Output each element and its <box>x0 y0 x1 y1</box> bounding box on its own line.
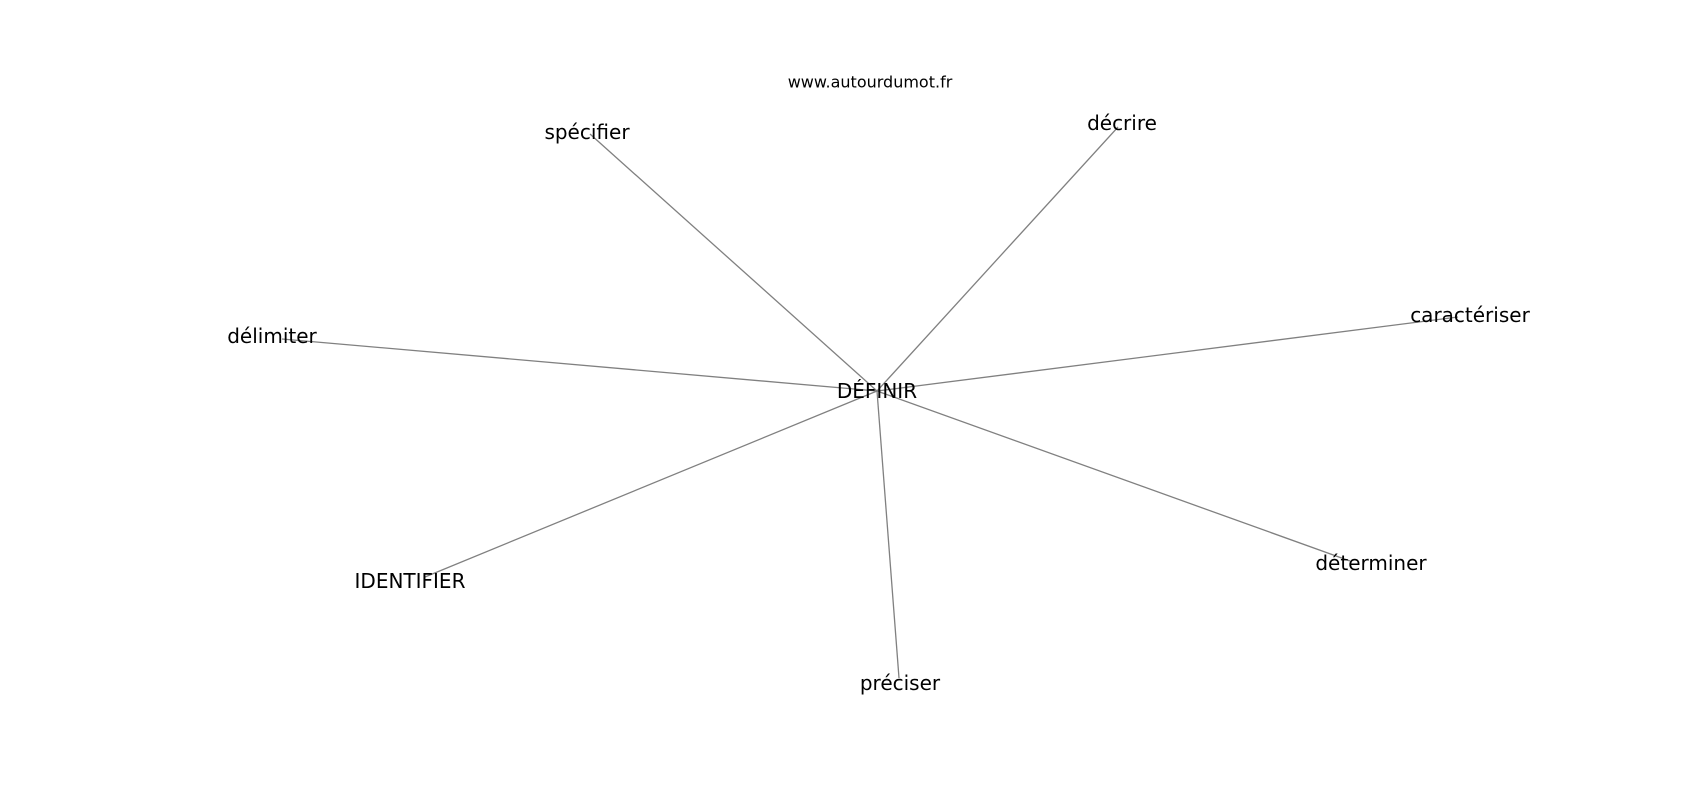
node-label-delimiter[interactable]: délimiter <box>227 324 317 348</box>
edge-definir-determiner <box>876 390 1351 562</box>
node-label-determiner[interactable]: déterminer <box>1315 551 1427 575</box>
node-label-caracteriser[interactable]: caractériser <box>1410 303 1530 327</box>
node-label-identifier[interactable]: IDENTIFIER <box>355 569 466 593</box>
node-labels: www.autourdumot.fr DÉFINIR spécifier décri… <box>227 73 1530 696</box>
edge-definir-caracteriser <box>876 316 1459 392</box>
site-watermark[interactable]: www.autourdumot.fr <box>788 73 953 92</box>
edge-definir-identifier <box>424 390 878 578</box>
edge-definir-decrire <box>876 126 1119 392</box>
node-label-center-definir[interactable]: DÉFINIR <box>837 379 917 403</box>
edge-definir-preciser <box>876 390 900 679</box>
node-label-preciser[interactable]: préciser <box>860 671 941 695</box>
node-label-specifier[interactable]: spécifier <box>544 120 630 144</box>
edge-definir-delimiter <box>281 338 878 392</box>
node-label-decrire[interactable]: décrire <box>1087 111 1157 135</box>
edge-definir-specifier <box>589 133 878 392</box>
edges <box>281 126 1459 679</box>
